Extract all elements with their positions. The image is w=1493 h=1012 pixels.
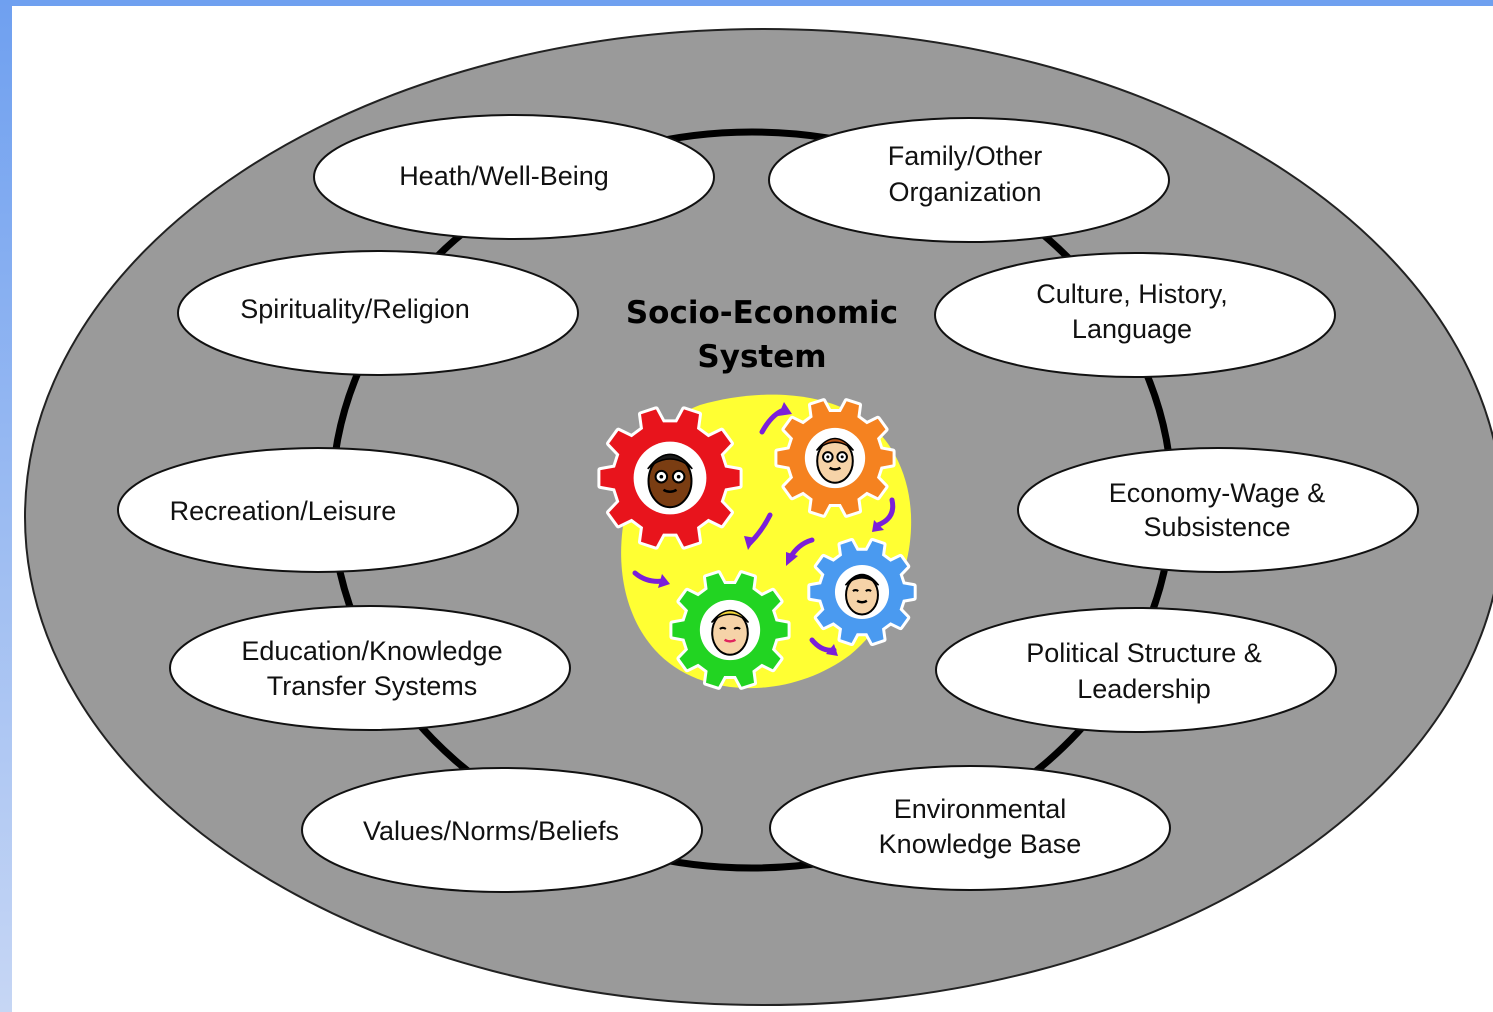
slide-left-border (0, 0, 12, 1012)
gear-red (597, 406, 743, 550)
gear-blue-hair (844, 573, 880, 586)
node-economy: Economy-Wage & Subsistence (1017, 447, 1419, 573)
node-recreation: Recreation/Leisure (117, 447, 519, 573)
rotation-arrowheads (658, 402, 884, 656)
node-economy-ellipse (1017, 447, 1419, 573)
node-health: Heath/Well-Being (313, 114, 715, 240)
gear-red-mouth (662, 488, 678, 494)
node-economy-label-2: Subsistence (1143, 512, 1290, 542)
gear-blue-mouth (856, 599, 868, 604)
node-political-ellipse (935, 607, 1337, 733)
node-culture-label-1: Culture, History, (1036, 279, 1228, 309)
node-family-ellipse (768, 117, 1170, 243)
node-environmental: Environmental Knowledge Base (769, 765, 1171, 891)
node-culture-ellipse (934, 252, 1336, 378)
gear-red-eye-1 (659, 474, 664, 479)
gear-green-mouth (723, 638, 737, 643)
node-spirituality: Spirituality/Religion (177, 250, 579, 376)
gear-green-eye-2 (733, 626, 741, 630)
arrowhead-5 (658, 574, 670, 588)
node-political-label-2: Leadership (1077, 674, 1211, 704)
node-education-label-1: Education/Knowledge (241, 636, 502, 666)
node-recreation-ellipse (117, 447, 519, 573)
arrowhead-3 (744, 536, 756, 550)
gear-green-hair (710, 609, 750, 623)
slide-top-border (0, 0, 1493, 6)
node-environmental-label-1: Environmental (894, 794, 1067, 824)
gear-green (669, 570, 791, 690)
node-education-ellipse (169, 605, 571, 731)
node-environmental-ellipse (769, 765, 1171, 891)
node-culture: Culture, History, Language (934, 252, 1336, 378)
node-recreation-label: Recreation/Leisure (170, 496, 397, 526)
gear-blue-eye-1 (852, 589, 859, 592)
arrowhead-1 (778, 402, 792, 416)
gear-blue-eye-2 (865, 589, 872, 592)
arrowhead-2 (872, 520, 884, 532)
node-political-label-1: Political Structure & (1026, 638, 1262, 668)
gears-layer (597, 398, 917, 690)
gear-green-eye-1 (719, 626, 727, 630)
node-education: Education/Knowledge Transfer Systems (169, 605, 571, 731)
gear-red-hair (647, 453, 693, 470)
arrowhead-6 (826, 644, 838, 656)
node-culture-label-2: Language (1072, 314, 1192, 344)
node-spirituality-label: Spirituality/Religion (240, 294, 470, 324)
gear-orange-mouth (828, 466, 842, 471)
node-spirituality-ellipse (177, 250, 579, 376)
center-title-line-2: System (697, 339, 826, 375)
gear-orange-eye-2 (840, 455, 844, 459)
node-values-ellipse (301, 767, 703, 893)
node-family: Family/Other Organization (768, 117, 1170, 243)
node-values: Values/Norms/Beliefs (301, 767, 703, 893)
node-health-label: Heath/Well-Being (399, 161, 609, 191)
gear-orange (774, 398, 896, 518)
node-family-label-2: Organization (888, 177, 1041, 207)
gear-red-eye-2 (676, 474, 681, 479)
node-environmental-label-2: Knowledge Base (879, 829, 1082, 859)
arrowhead-4 (786, 552, 798, 566)
gear-orange-eye-1 (826, 455, 830, 459)
gear-orange-hair (815, 437, 855, 451)
node-education-label-2: Transfer Systems (267, 671, 478, 701)
node-health-ellipse (313, 114, 715, 240)
nodes-layer: Heath/Well-Being Family/Other Organizati… (117, 114, 1419, 893)
arrow-2 (875, 497, 896, 528)
node-values-label: Values/Norms/Beliefs (363, 816, 619, 846)
node-family-label-1: Family/Other (888, 141, 1043, 171)
gear-blue (807, 538, 917, 646)
center-title-line-1: Socio-Economic (626, 295, 898, 331)
node-economy-label-1: Economy-Wage & (1109, 478, 1326, 508)
node-political: Political Structure & Leadership (935, 607, 1337, 733)
